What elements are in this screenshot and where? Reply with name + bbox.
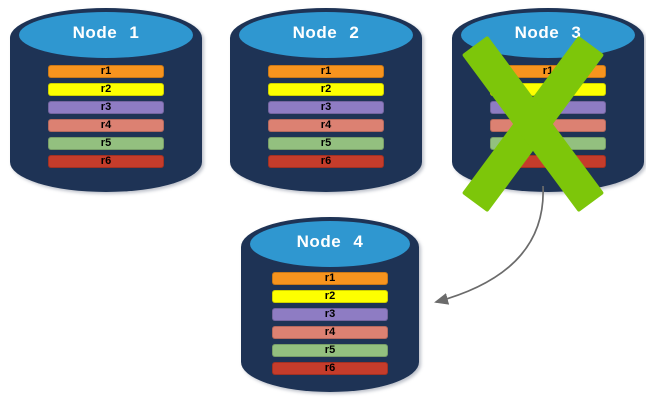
cylinder-top	[239, 12, 413, 58]
row-r2: r2	[48, 83, 164, 96]
row-r1: r1	[272, 272, 388, 285]
row-r6: r6	[268, 155, 384, 168]
node-1: Node 1 r1 r2 r3 r4 r5 r6	[10, 8, 202, 192]
node-title: Node 4	[296, 232, 364, 251]
row-r2: r2	[272, 290, 388, 303]
failure-x-icon	[461, 35, 605, 213]
row-r1: r1	[48, 65, 164, 78]
row-r6: r6	[48, 155, 164, 168]
row-stack: r1 r2 r3 r4 r5 r6	[272, 272, 388, 380]
row-r4: r4	[272, 326, 388, 339]
node-2: Node 2 r1 r2 r3 r4 r5 r6	[230, 8, 422, 192]
node-title: Node 1	[72, 23, 140, 42]
node-title: Node 3	[514, 23, 582, 42]
row-stack: r1 r2 r3 r4 r5 r6	[268, 65, 384, 173]
row-r1: r1	[268, 65, 384, 78]
row-r3: r3	[268, 101, 384, 114]
row-r6: r6	[272, 362, 388, 375]
node-4: Node 4 r1 r2 r3 r4 r5 r6	[241, 217, 419, 392]
row-stack: r1 r2 r3 r4 r5 r6	[48, 65, 164, 173]
row-r3: r3	[48, 101, 164, 114]
row-r2: r2	[268, 83, 384, 96]
cylinder-top	[250, 221, 410, 267]
cylinder-top	[19, 12, 193, 58]
row-r3: r3	[272, 308, 388, 321]
node-title: Node 2	[292, 23, 360, 42]
node-3: Node 3 r1 r2 r3 r4 r5 r6	[452, 8, 644, 213]
row-r5: r5	[268, 137, 384, 150]
row-r5: r5	[272, 344, 388, 357]
row-r4: r4	[268, 119, 384, 132]
row-r4: r4	[48, 119, 164, 132]
row-r5: r5	[48, 137, 164, 150]
